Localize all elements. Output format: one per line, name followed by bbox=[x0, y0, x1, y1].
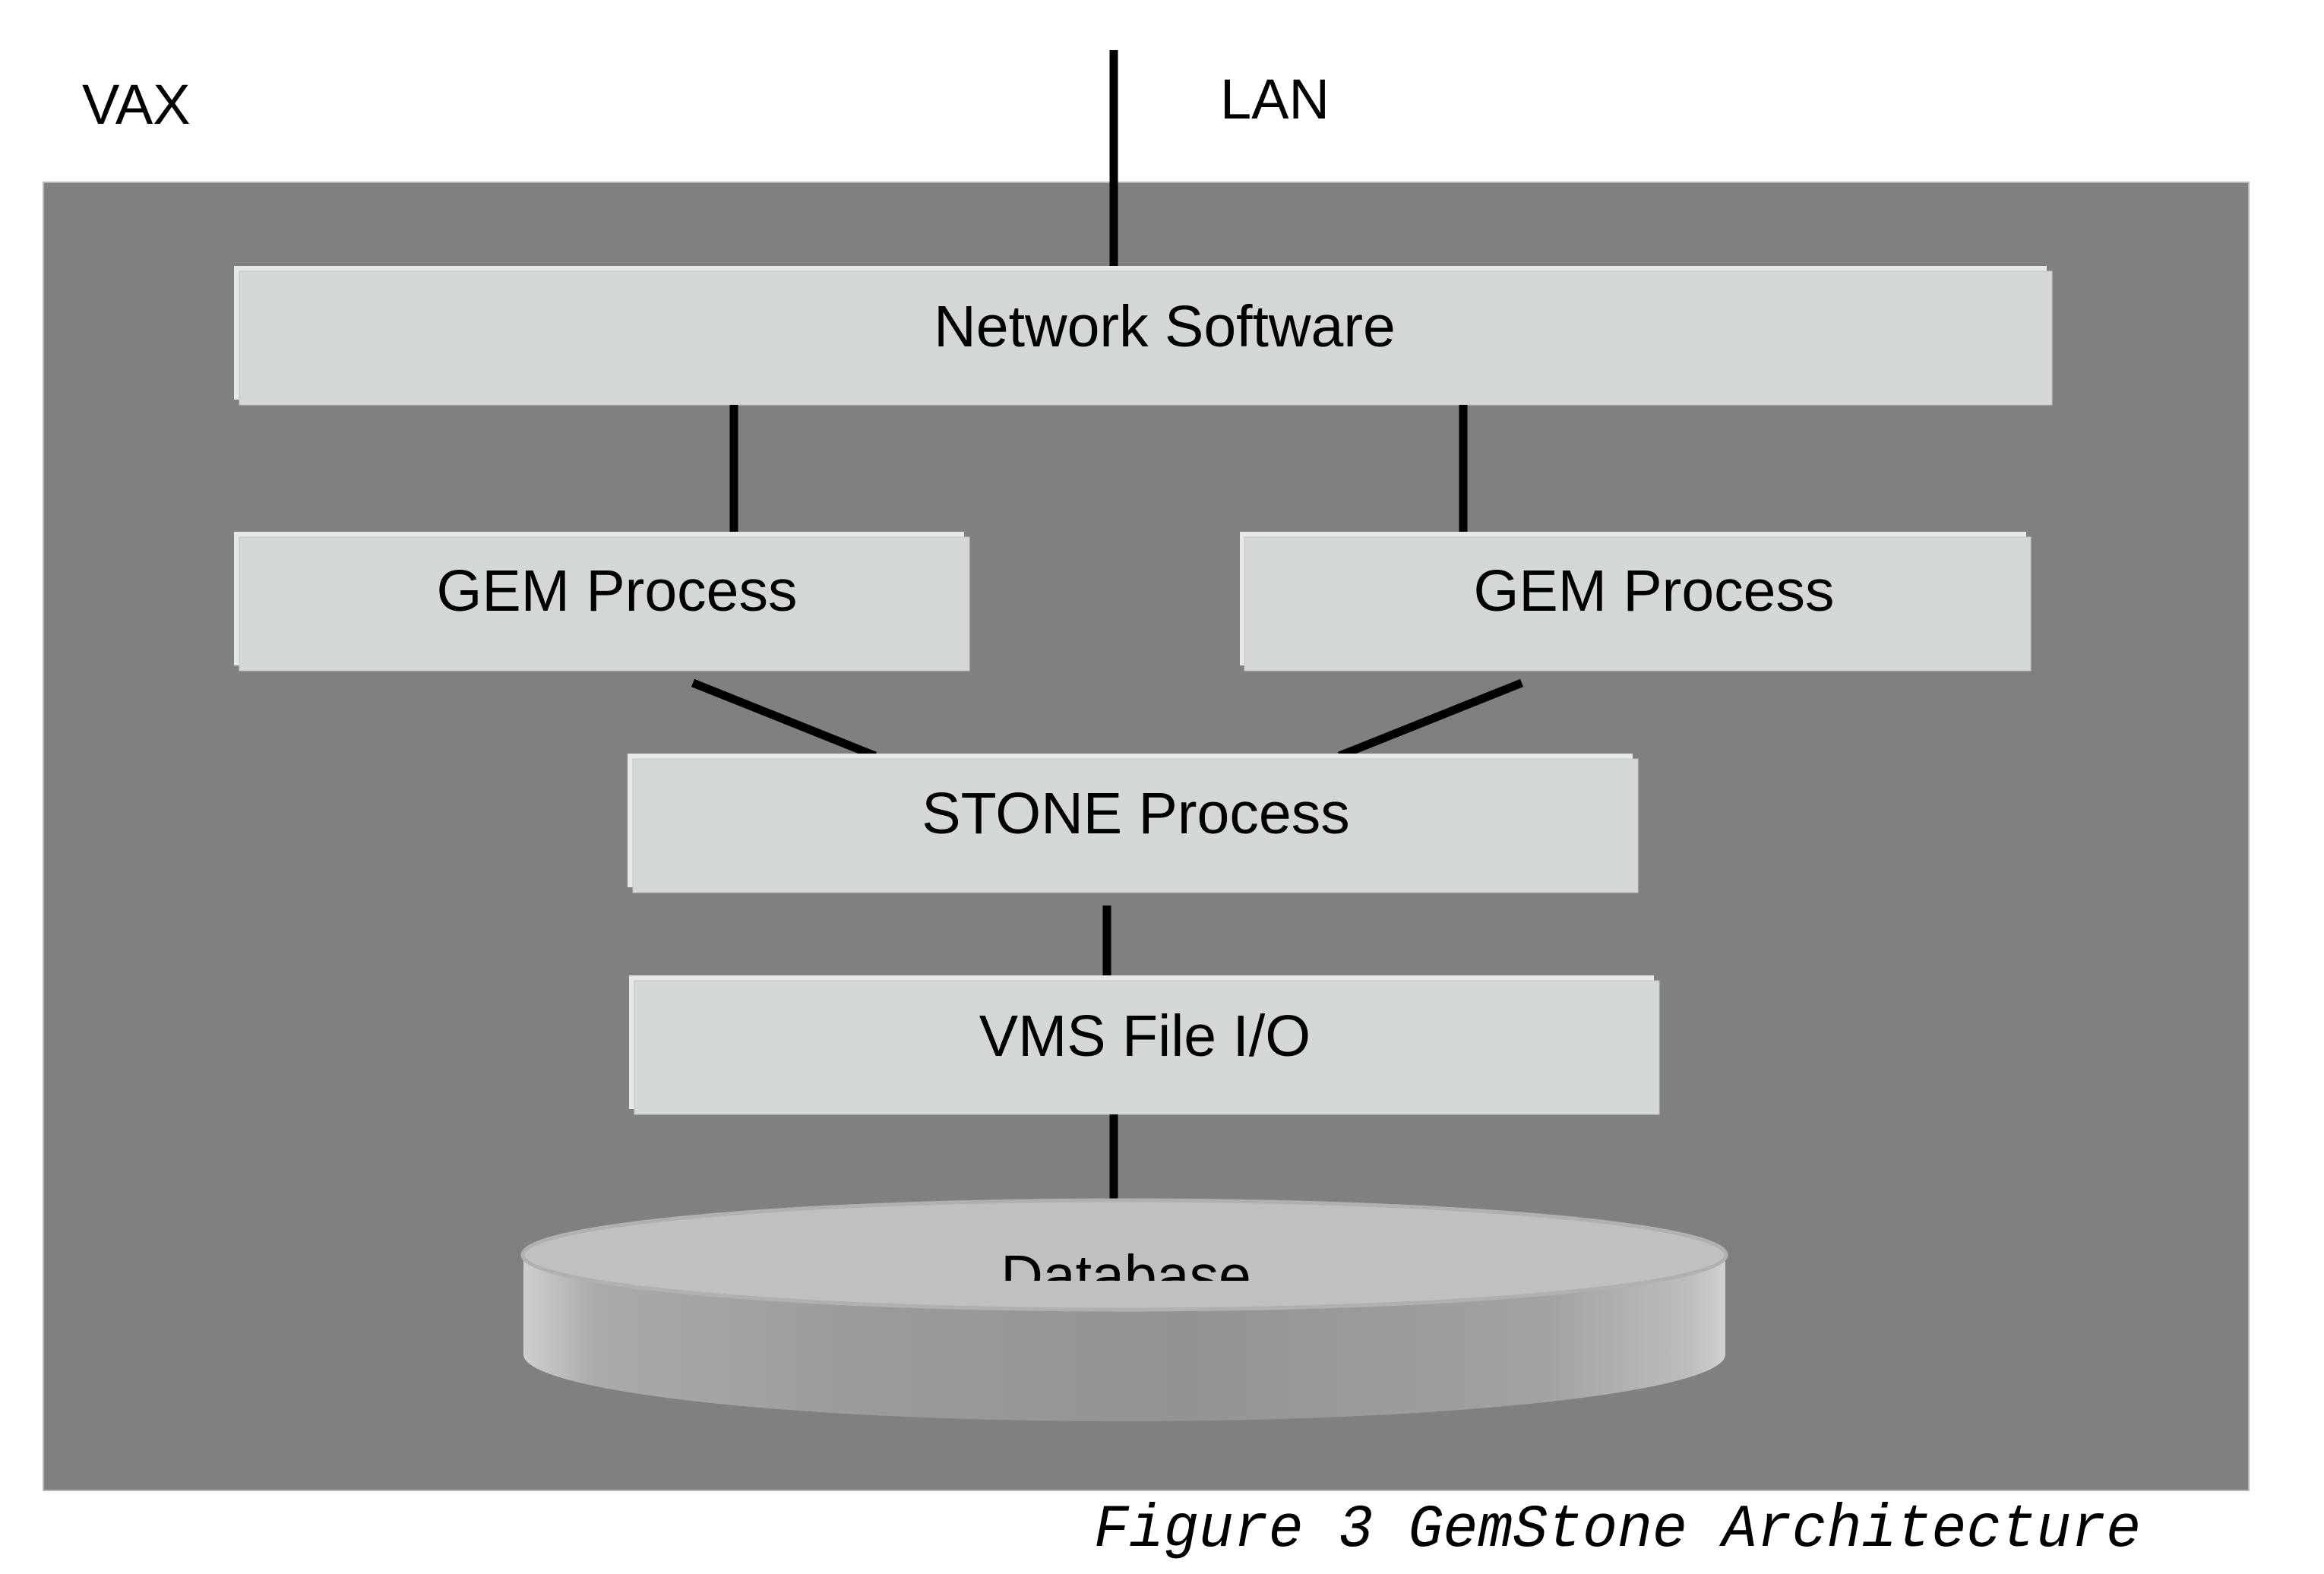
connector-gem-left-to-stone bbox=[691, 678, 877, 760]
figure-caption: Figure 3 GemStone Architecture bbox=[1094, 1496, 2141, 1565]
stone-process-box: STONE Process bbox=[628, 754, 1639, 893]
stone-process-label: STONE Process bbox=[922, 781, 1349, 846]
gem-process-right-box: GEM Process bbox=[1240, 532, 2032, 672]
gem-process-left-box: GEM Process bbox=[234, 532, 970, 672]
gem-process-left-label: GEM Process bbox=[437, 558, 798, 624]
host-label-vax: VAX bbox=[82, 73, 191, 136]
vms-file-io-box: VMS File I/O bbox=[629, 975, 1660, 1115]
database-cylinder-top bbox=[520, 1198, 1728, 1312]
database-label: Database bbox=[1001, 1244, 1251, 1309]
network-software-label: Network Software bbox=[934, 294, 1396, 359]
vms-file-io-label: VMS File I/O bbox=[979, 1004, 1311, 1069]
gem-process-right-label: GEM Process bbox=[1474, 558, 1835, 624]
connector-gem-right-to-stone bbox=[1337, 678, 1524, 760]
network-software-box: Network Software bbox=[234, 266, 2053, 406]
network-label-lan: LAN bbox=[1220, 68, 1330, 131]
database-cylinder: Database bbox=[520, 1198, 1728, 1421]
